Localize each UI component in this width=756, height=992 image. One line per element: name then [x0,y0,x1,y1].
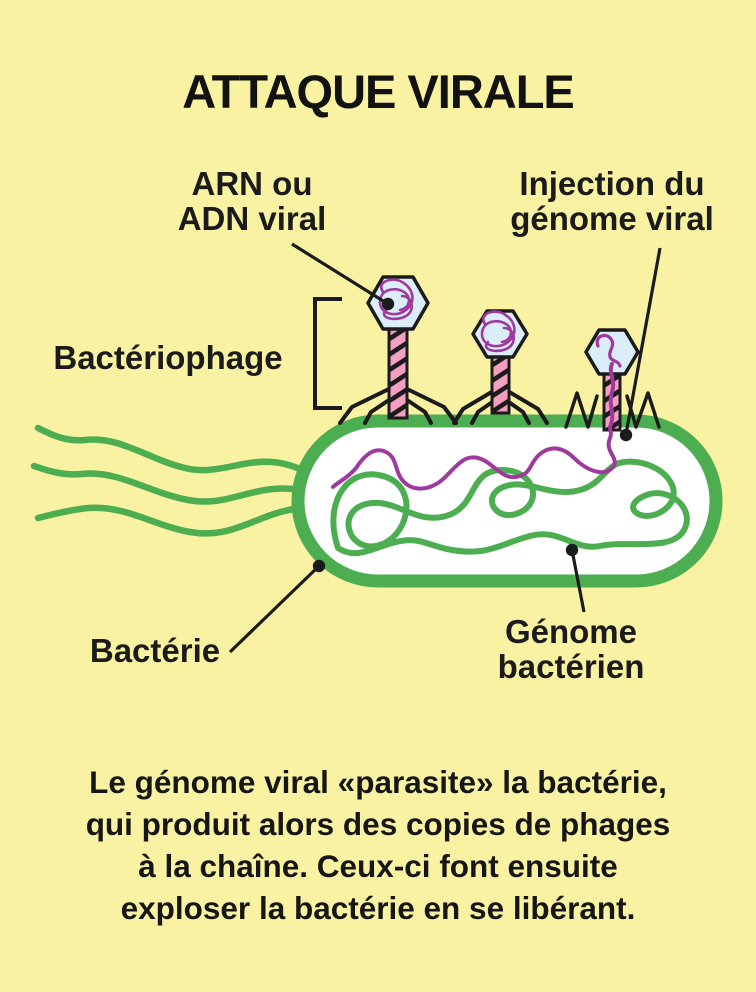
pointer-dot-bacterial-genome [565,543,579,557]
pointer-dot-injection [619,428,633,442]
viral-genome-squiggle-icon [331,362,617,491]
flagella-icon [30,424,306,537]
label-viral-genome: ARN ou ADN viral [177,165,327,237]
pointer-line-bacteria [228,564,321,654]
bacteriophage-icon [452,309,549,425]
pointer-lines [228,242,662,654]
label-bacteriophage: Bactériophage [53,339,283,376]
label-injection: Injection du génome viral [510,165,714,237]
phage-genome-squiggle-icon [480,310,516,353]
bacteriophage-icon [338,275,458,425]
phage-tail [490,352,511,415]
pointer-line-viral-genome [291,242,389,306]
bacterial-genome-squiggle-icon [330,458,690,557]
page-title: ATTAQUE VIRALE [182,65,575,119]
bacteriophage-bracket [313,297,342,410]
pointer-dot-viral-genome [381,297,395,311]
phage-genome-squiggle-icon [378,278,414,321]
caption-text: Le génome viral «parasite» la bactérie, … [85,764,671,926]
pointer-line-injection [624,247,662,435]
pointer-line-bacterial-genome [570,549,586,613]
label-bacterial-genome: Génome bactérien [497,613,645,685]
pointer-dot-bacteria [312,559,326,573]
phage-tail [387,324,409,420]
bacterium-icon [291,414,723,588]
phage-genome-squiggle-icon [595,333,622,368]
phage-head [584,328,640,376]
label-bacteria: Bactérie [89,632,221,669]
phage-head [366,275,430,331]
